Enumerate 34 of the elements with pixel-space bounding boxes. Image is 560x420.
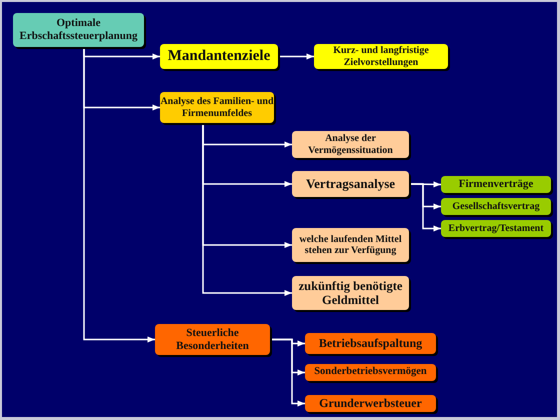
topic-box [441, 220, 551, 237]
topic-box [441, 176, 551, 193]
arrow [278, 54, 314, 60]
box-label: Kurz- und langfristige Zielvorstellungen [332, 45, 430, 68]
goal-detail-box [314, 44, 448, 69]
tax-box [155, 324, 270, 355]
box-label: Grunderwerbsteuer [319, 396, 422, 410]
topic-box [292, 131, 409, 158]
box-label: Analyse der Vermögenssituation [307, 133, 394, 156]
box-label: Erbvertrag/Testament [448, 222, 544, 234]
topic-box [305, 395, 436, 412]
box-label: Gesellschaftsvertrag [452, 200, 540, 212]
arrow [409, 183, 441, 232]
topic-box [292, 171, 409, 197]
arrow [270, 338, 305, 406]
topic-box [305, 333, 436, 354]
box-label: Firmenverträge [458, 178, 534, 191]
topic-box [305, 364, 436, 381]
arrow [83, 47, 155, 342]
topic-box [292, 276, 409, 310]
topic-box [441, 198, 551, 215]
box-label: Betriebsaufspaltung [318, 336, 422, 350]
box-label: Vertragsanalyse [306, 176, 396, 192]
root-box [13, 13, 144, 47]
box-label: Steuerliche Besonderheiten [175, 326, 250, 352]
box-label: Optimale Erbschaftssteuerplanung [18, 17, 138, 43]
topic-box [292, 228, 409, 262]
box-label: Mandantenziele [168, 48, 270, 66]
arrow [202, 123, 292, 296]
box-label: zukünftig benötigte Geldmittel [298, 278, 404, 308]
box-label: welche laufenden Mittel stehen zur Verfügung [298, 234, 403, 256]
box-label: Sonderbetriebsvermögen [314, 366, 427, 379]
box-label: Analyse des Familien- und Firmenumfeldes [160, 96, 274, 119]
goal-box [160, 44, 278, 69]
